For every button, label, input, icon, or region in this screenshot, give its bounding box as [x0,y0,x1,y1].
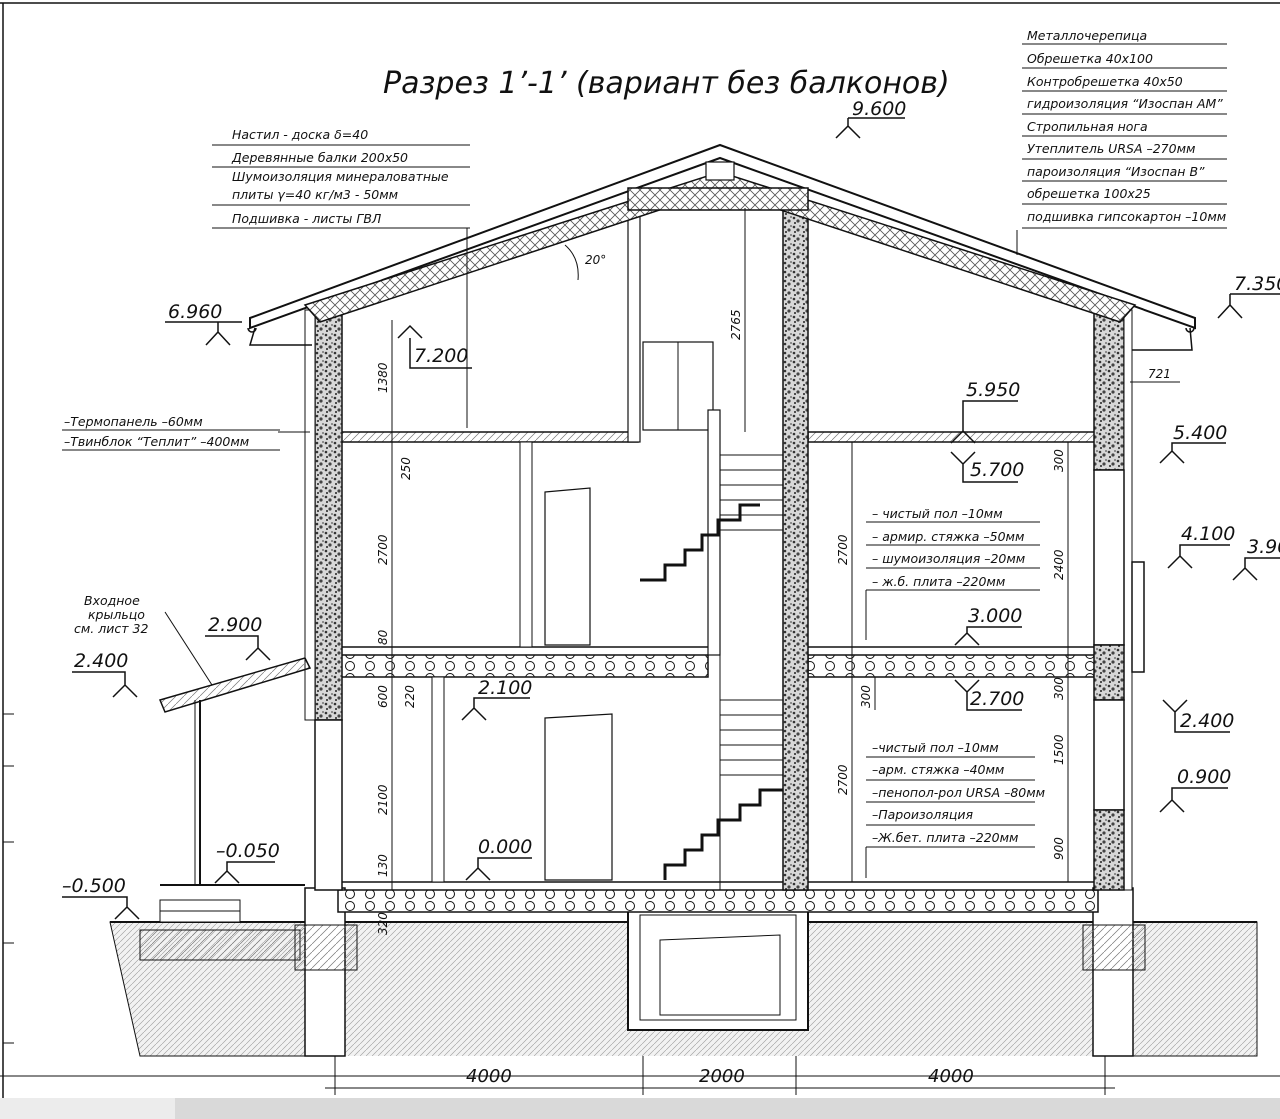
attic-layers-table [212,144,470,229]
roof-layer-2: Обрешетка 40х100 [1027,51,1153,66]
porch-note-line-2: крыльцо [88,607,145,622]
dim-220: 220 [403,685,417,708]
elevation-3000: 3.000 [968,605,1022,627]
elevation-0000: 0.000 [478,836,532,858]
elevation-4100: 4.100 [1181,523,1235,545]
dim-2700-mid-upper: 2700 [836,534,850,565]
roof-layer-4: гидроизоляция “Изоспан АМ” [1027,96,1223,111]
attic-layer-3: Шумоизоляция минераловатные [232,169,449,184]
dim-300-lower: 300 [1052,677,1066,700]
exterior-walls [304,309,1145,891]
roof-layer-1: Металлочерепица [1027,28,1147,43]
dim-80: 80 [376,629,390,645]
dim-300-floor: 300 [859,685,873,708]
dim-2700-left: 2700 [376,534,390,565]
elevation-3900: 3.90 [1247,536,1280,558]
floor2-layer-1: – чистый пол –10мм [872,506,1003,521]
roof-layer-6: Утеплитель URSA –270мм [1027,141,1195,156]
floor2-layer-4: – ж.б. плита –220мм [872,574,1005,589]
bottom-dim-left: 4000 [466,1066,512,1087]
roof-layer-3: Контробрешетка 40х50 [1027,74,1183,89]
attic-layer-5: Подшивка - листы ГВЛ [232,211,382,226]
scrollbar-track-left [0,1098,175,1119]
dim-250: 250 [399,457,413,480]
dim-1380: 1380 [376,362,390,393]
dim-2400: 2400 [1052,549,1066,580]
interior-partitions [431,341,721,883]
dim-900: 900 [1052,837,1066,860]
drawing-title: Разрез 1’-1’ (вариант без балконов) [383,66,950,101]
dim-2100: 2100 [376,784,390,815]
elevation-labels: 9.600 6.960 7.200 7.350 5.950 5.700 5.40… [62,98,1280,897]
attic-layer-1: Настил - доска δ=40 [232,127,368,142]
roof-layer-8: обрешетка 100х25 [1027,186,1151,201]
wall-layers-table [62,429,280,451]
dim-600: 600 [376,685,390,708]
foundations [294,887,1146,1057]
elevation-minus-0050: –0.050 [216,840,280,862]
porch-note-line-3: см. лист 32 [74,621,148,636]
elevation-2900: 2.900 [208,614,262,636]
floor2-layer-3: – шумоизоляция –20мм [872,551,1025,566]
elevation-7200: 7.200 [414,345,468,367]
roof-layers-table [1022,43,1227,229]
floor1-layer-5: –Ж.бет. плита –220мм [872,830,1018,845]
elevation-5400: 5.400 [1173,422,1227,444]
leader-lines [164,228,1180,878]
elevation-2100: 2.100 [478,677,532,699]
floor1-layers-text: –чистый пол –10мм –арм. стяжка –40мм –пе… [872,740,1045,845]
roof [247,143,1196,351]
dim-130: 130 [376,854,390,877]
wall-layer-2: –Твинблок “Теплит” –400мм [64,434,249,449]
elevation-2400-left: 2.400 [74,650,128,672]
roof-layer-7: пароизоляция “Изоспан В” [1027,164,1205,179]
dimension-labels: 1380 250 2700 80 600 220 2100 130 320 27… [376,309,1171,935]
floor2-layer-2: – армир. стяжка –50мм [872,529,1024,544]
roof-layers-text: Металлочерепица Обрешетка 40х100 Контроб… [1027,28,1226,224]
elevation-5950: 5.950 [966,379,1020,401]
dim-300-upper: 300 [1052,449,1066,472]
ridge-elevation: 9.600 [852,98,906,120]
elevation-minus-0500: –0.500 [62,875,126,897]
floor-slabs [337,431,1099,913]
floor1-layer-1: –чистый пол –10мм [872,740,999,755]
floor1-layers-table [866,756,1035,848]
roof-angle-label: 20° [585,253,606,267]
elevation-0900: 0.900 [1177,766,1231,788]
elevation-6960: 6.960 [168,301,222,323]
elevation-markers [62,117,1280,920]
attic-layer-4: плиты γ=40 кг/м3 - 50мм [232,187,398,202]
elevation-5700: 5.700 [970,459,1024,481]
porch-canopy [158,657,312,886]
horizontal-scrollbar[interactable] [0,1098,1280,1119]
elevation-7350: 7.350 [1234,273,1280,295]
roof-layer-9: подшивка гипсокартон –10мм [1027,209,1226,224]
floor2-layers-text: – чистый пол –10мм – армир. стяжка –50мм… [872,506,1025,589]
floor2-layers-table [866,521,1040,591]
dim-2765: 2765 [729,309,743,340]
central-wall [627,207,809,891]
dimension-lines [325,208,1115,1095]
wall-layer-1: –Термопанель –60мм [64,414,203,429]
dim-2700-mid-lower: 2700 [836,764,850,795]
attic-layer-2: Деревянные балки 200х50 [231,150,408,165]
dim-320: 320 [376,912,390,935]
dim-1500: 1500 [1052,734,1066,765]
dim-721: 721 [1148,367,1171,381]
attic-layers-text: Настил - доска δ=40 Деревянные балки 200… [231,127,449,226]
staircase [640,440,783,890]
floor1-layer-2: –арм. стяжка –40мм [872,762,1004,777]
floor1-layer-3: –пенопол-рол URSA –80мм [872,785,1045,800]
roof-layer-5: Стропильная нога [1027,119,1148,134]
elevation-2400-right: 2.400 [1180,710,1234,732]
porch-note-line-1: Входное [84,593,140,608]
sheet-frame [0,2,1280,1098]
elevation-2700: 2.700 [970,688,1024,710]
floor1-layer-4: –Пароизоляция [872,807,973,822]
bottom-dim-middle: 2000 [699,1066,745,1087]
bottom-dim-right: 4000 [928,1066,974,1087]
